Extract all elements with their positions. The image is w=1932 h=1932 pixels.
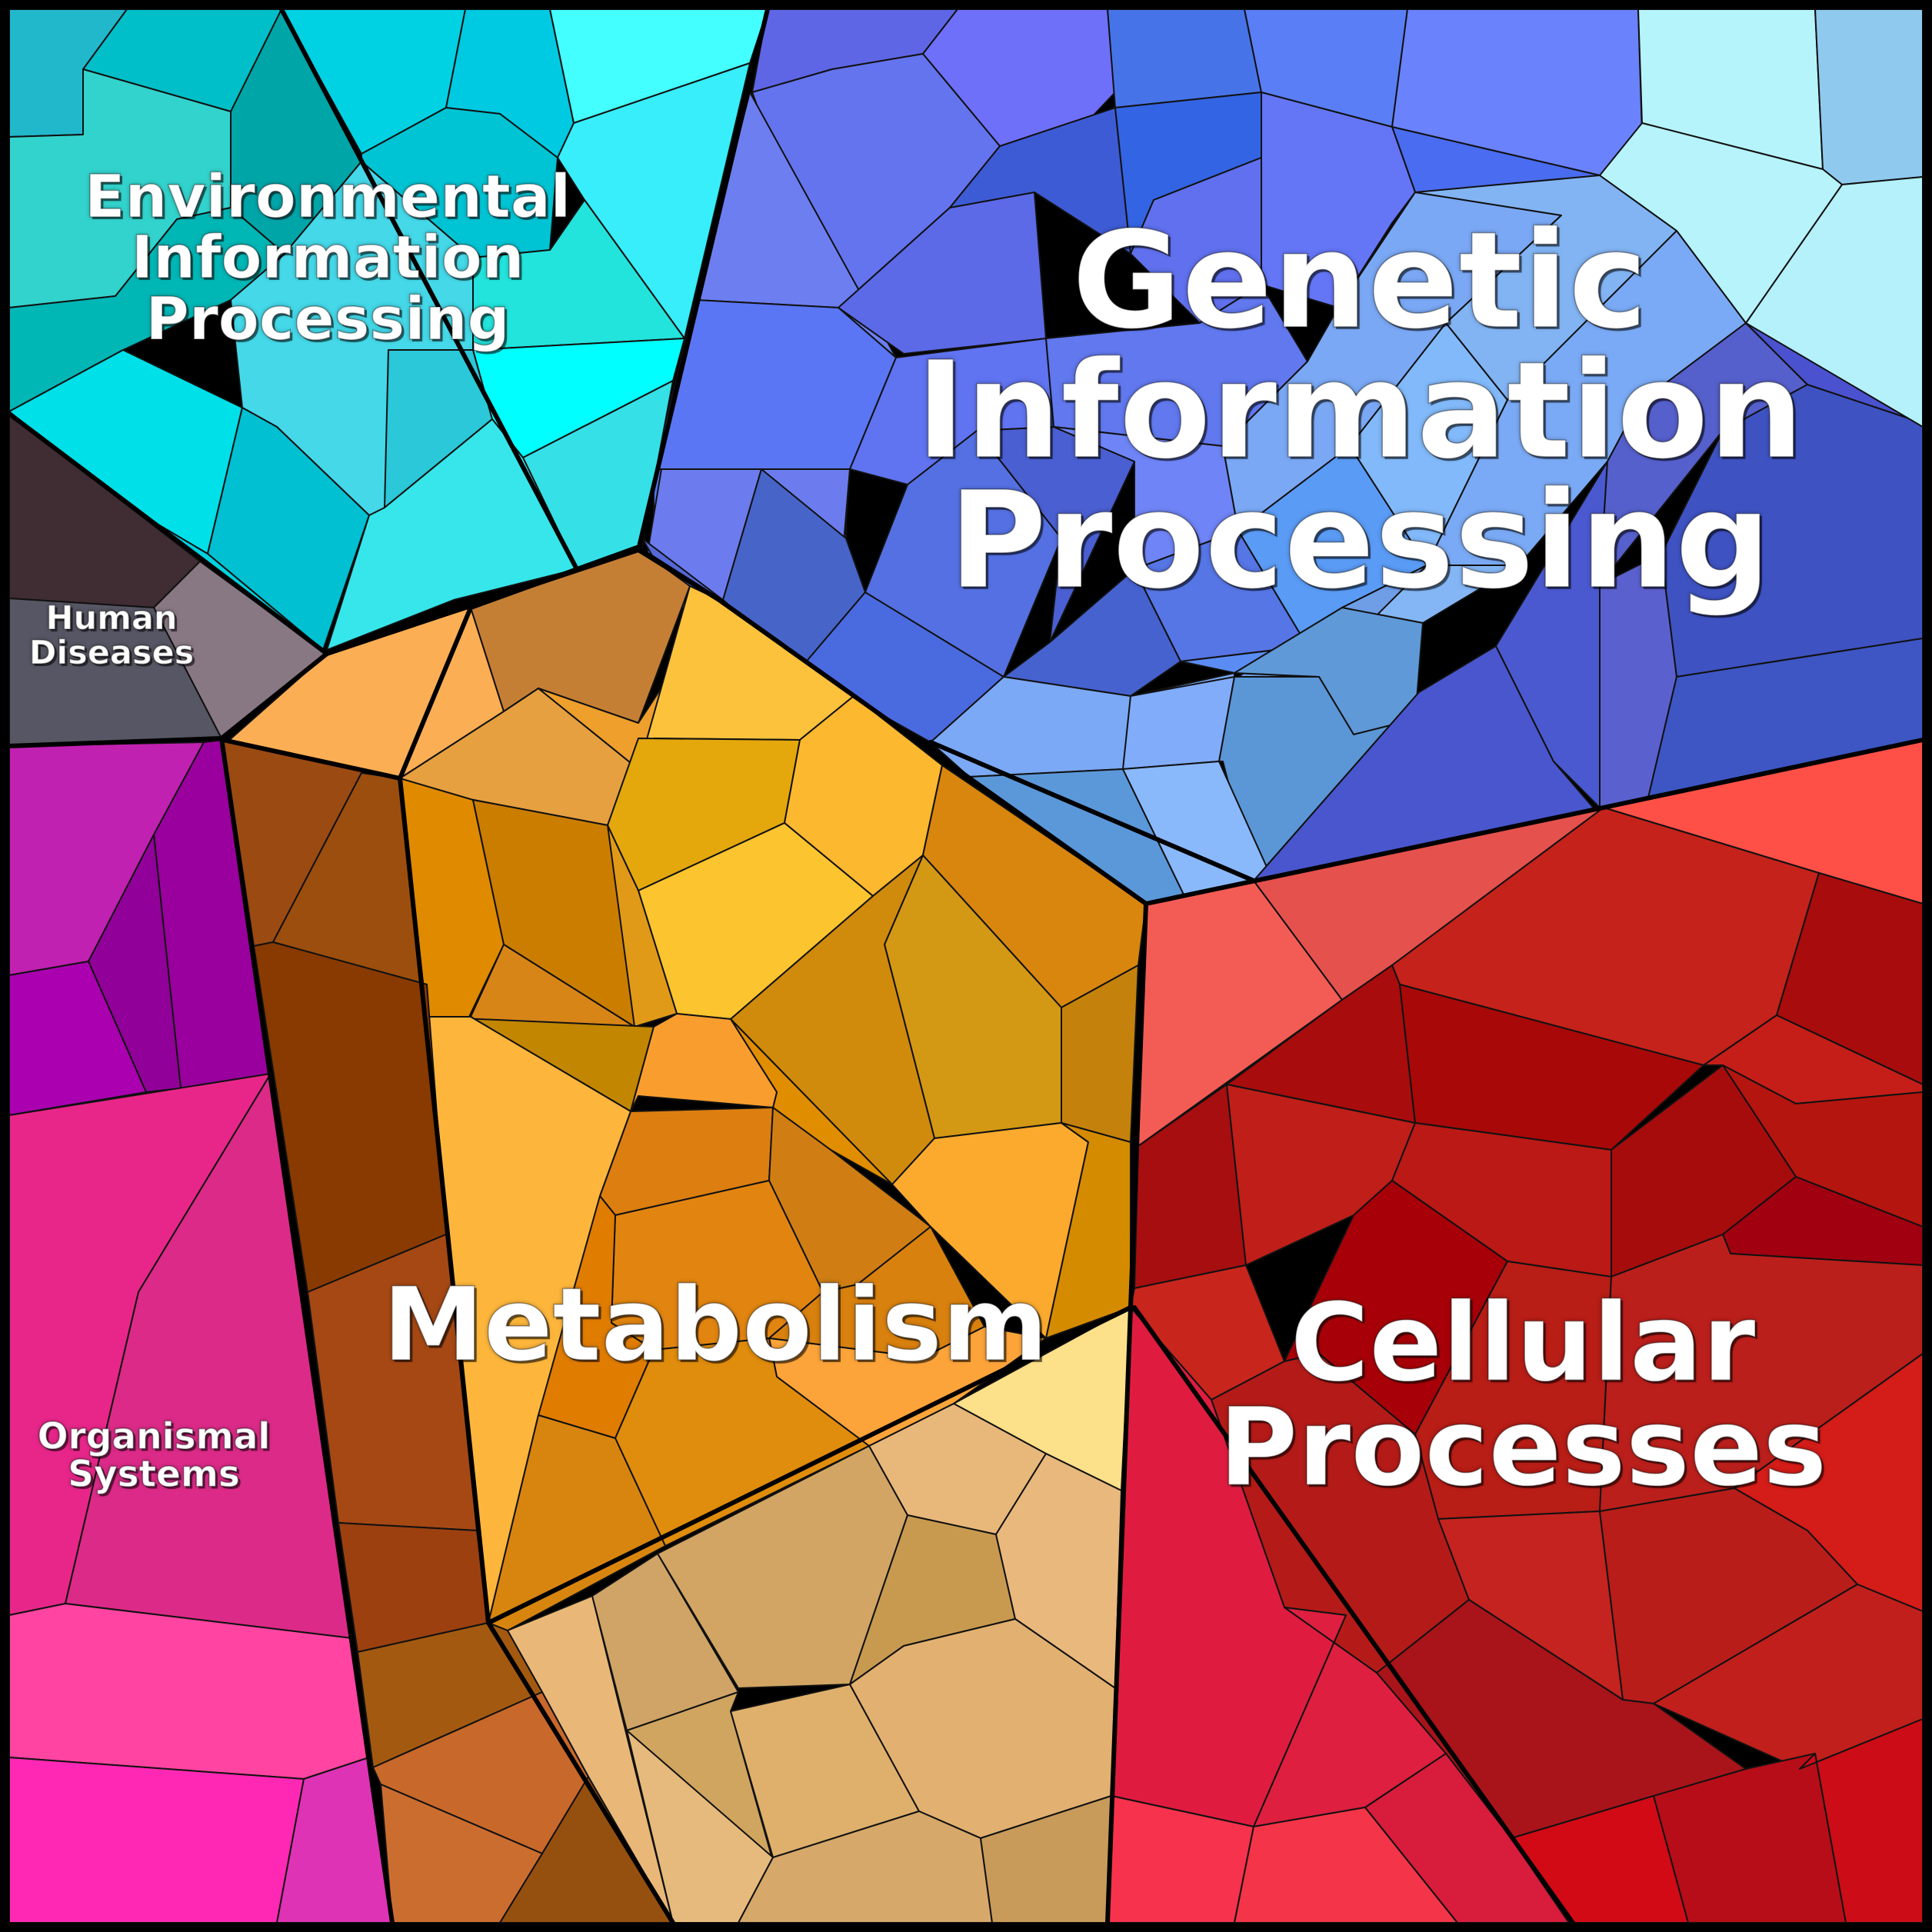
region-environmental-information-processing: [8, 8, 768, 651]
voronoi-cell: [1599, 122, 1843, 324]
voronoi-cell: [1045, 1122, 1131, 1339]
region-border: [1144, 738, 1925, 906]
region-label-cellular-processes: Cellular Processes: [1218, 1281, 1827, 1511]
voronoi-cell: [488, 1414, 666, 1631]
region-border: [928, 740, 1256, 883]
voronoi-cell: [1107, 8, 1262, 108]
voronoi-cell: [8, 1757, 305, 1924]
voronoi-cell: [557, 62, 751, 339]
region-border: [7, 411, 329, 656]
region-border: [221, 545, 721, 781]
region-human-diseases: [8, 413, 328, 747]
voronoi-cells: [8, 8, 1924, 1924]
region-cellular-processes: [1107, 739, 1924, 1924]
region-label-metabolism: Metabolism: [382, 1266, 1048, 1384]
region-label-genetic-information-processing: Genetic Information Processing: [915, 202, 1804, 619]
region-border: [279, 7, 579, 571]
voronoi-cell: [630, 1013, 778, 1112]
region-border: [219, 736, 395, 1925]
region-border: [486, 1621, 675, 1925]
voronoi-cell: [1814, 8, 1924, 185]
region-border: [636, 7, 770, 552]
region-label-environmental-information-processing: Environmental Information Processing: [84, 163, 571, 354]
region-genetic-information-processing: [641, 8, 1924, 904]
region-border: [1132, 1305, 1575, 1925]
region-label-human-diseases: Human Diseases: [28, 598, 195, 672]
voronoi-cell: [207, 407, 370, 651]
region-label-organismal-systems: Organismal Systems: [37, 1415, 271, 1496]
voronoi-cell: [976, 426, 1135, 643]
voronoi-cell: [949, 107, 1131, 255]
region-borders: [7, 7, 1925, 1925]
region-metabolism: [222, 547, 1147, 1924]
voronoi-cell: [1130, 157, 1262, 324]
